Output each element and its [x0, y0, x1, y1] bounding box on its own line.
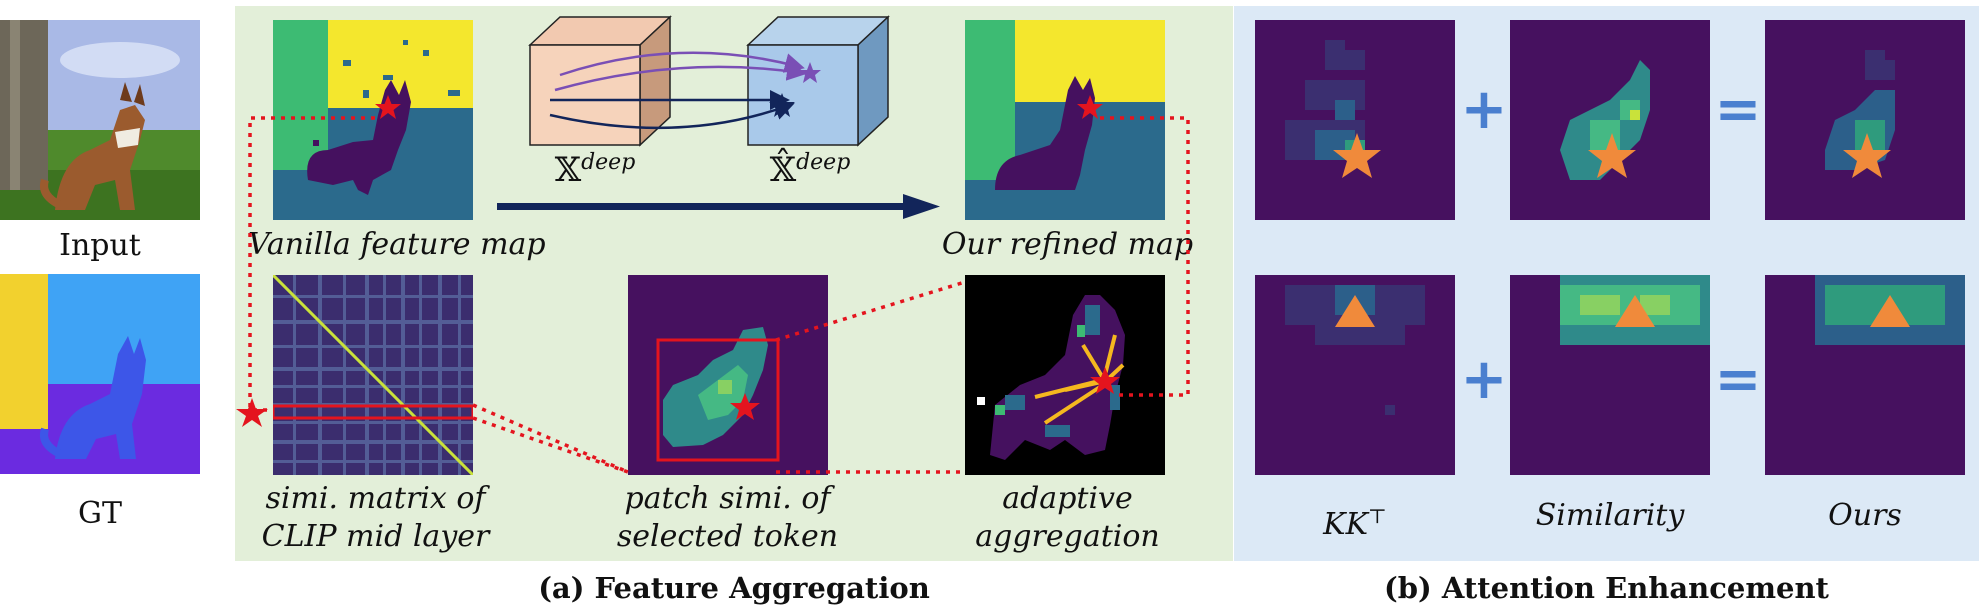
adaptive-aggregation-map: [965, 275, 1165, 475]
similarity-matrix: [273, 275, 473, 475]
vanilla-map-label: Vanilla feature map: [248, 227, 546, 262]
gt-segmentation: [0, 274, 200, 474]
column-label-ours: Ours: [1828, 498, 1902, 533]
equals-operator-1: =: [1714, 77, 1762, 142]
equals-operator-2: =: [1714, 347, 1762, 412]
plus-operator-1: +: [1460, 77, 1508, 142]
x-deep-label: 𝕏deep: [554, 150, 636, 190]
column-label-kk: KK⊤: [1323, 504, 1387, 542]
similarity-map-2: [1510, 275, 1710, 475]
patch-similarity-map: [628, 275, 828, 475]
kk-map-2: [1255, 275, 1455, 475]
ours-map-2: [1765, 275, 1965, 475]
refined-feature-map: [965, 20, 1165, 220]
gt-label: GT: [78, 496, 122, 531]
panel-a-caption: (a) Feature Aggregation: [538, 571, 930, 605]
vanilla-feature-map: [273, 20, 473, 220]
refined-map-label: Our refined map: [941, 227, 1194, 262]
similarity-map-1: [1510, 20, 1710, 220]
feature-cubes-diagram: [528, 15, 890, 147]
x-hat-deep-label: 𝕏̂deep: [769, 150, 851, 190]
column-label-similarity: Similarity: [1535, 498, 1685, 533]
ours-map-1: [1765, 20, 1965, 220]
refine-arrow: [497, 194, 940, 219]
panel-b-caption: (b) Attention Enhancement: [1384, 571, 1829, 605]
input-photo: [0, 20, 200, 220]
kk-map-1: [1255, 20, 1455, 220]
input-label: Input: [59, 228, 141, 263]
plus-operator-2: +: [1460, 347, 1508, 412]
